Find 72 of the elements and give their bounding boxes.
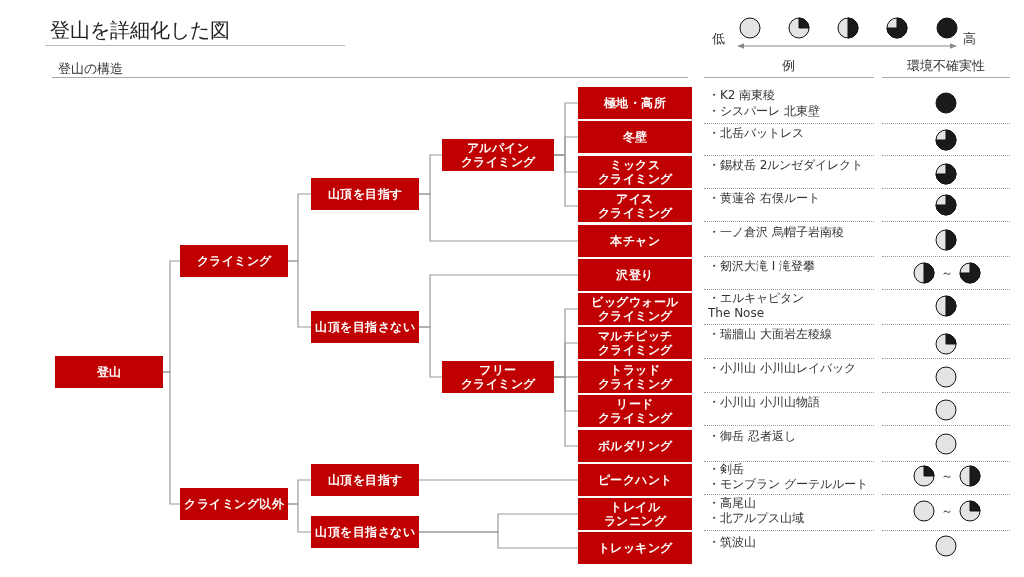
connector-line: [418, 193, 579, 242]
category-box: ピークハント: [578, 464, 692, 496]
range-symbol: ～: [941, 468, 953, 484]
category-box: 山頂を目指さない: [311, 311, 419, 343]
category-box: 登山: [55, 356, 163, 388]
range-symbol: ～: [941, 265, 953, 281]
scale-label: 低: [712, 30, 725, 47]
column-header: 環境不確実性: [907, 57, 985, 74]
category-box: 山頂を目指さない: [311, 516, 419, 548]
example-text: ・剱沢大滝 I 滝登攀: [708, 259, 816, 274]
node-label: マルチピッチクライミング: [597, 329, 673, 357]
category-box: クライミング: [180, 245, 288, 277]
example-text: ・黄蓮谷 右俣ルート: [708, 191, 820, 206]
example-text: ・筑波山: [708, 535, 756, 550]
connector-line: [162, 371, 181, 505]
example-text: ・エルキャピタン The Nose: [708, 291, 805, 321]
example-text: ・御岳 忍者返し: [708, 429, 796, 444]
category-box: クライミング以外: [180, 488, 288, 520]
category-box: アルパインクライミング: [442, 139, 554, 171]
category-box: 沢登り: [578, 259, 692, 291]
category-box: 冬壁: [578, 121, 692, 153]
connector-line: [553, 154, 579, 207]
category-box: フリークライミング: [442, 361, 554, 393]
node-label: 冬壁: [622, 130, 648, 144]
connector-line: [418, 531, 579, 549]
node-label: トレッキング: [597, 541, 673, 555]
category-box: トラッドクライミング: [578, 361, 692, 393]
node-label: ミックスクライミング: [597, 158, 673, 186]
node-label: 極地・高所: [603, 96, 667, 110]
category-box: リードクライミング: [578, 395, 692, 427]
example-text: ・モンブラン グーテルルート: [708, 477, 868, 492]
example-text: ・錫杖岳 2ルンゼダイレクト: [708, 158, 864, 173]
example-text: ・シスパーレ 北東壁: [708, 104, 820, 119]
example-text: ・北アルプス山域: [708, 511, 804, 526]
diagram-title: 登山を詳細化した図: [50, 17, 230, 43]
example-text: ・瑞牆山 大面岩左稜線: [708, 327, 832, 342]
category-box: 山頂を目指す: [311, 464, 419, 496]
category-box: トレッキング: [578, 532, 692, 564]
node-label: アイスクライミング: [597, 192, 673, 220]
node-label: ビッグウォールクライミング: [591, 295, 679, 323]
category-box: ビッグウォールクライミング: [578, 293, 692, 325]
node-label: 沢登り: [616, 268, 654, 282]
connector-line: [287, 260, 312, 328]
category-box: アイスクライミング: [578, 190, 692, 222]
category-box: 山頂を目指す: [311, 178, 419, 210]
node-label: リードクライミング: [597, 397, 673, 425]
example-text: ・K2 南東稜: [708, 88, 776, 103]
node-label: トラッドクライミング: [597, 363, 673, 391]
section-heading: 登山の構造: [58, 60, 123, 77]
node-label: ピークハント: [597, 473, 673, 487]
category-box: トレイルランニング: [578, 498, 692, 530]
category-box: ミックスクライミング: [578, 156, 692, 188]
scale-label: 高: [963, 30, 976, 47]
category-box: マルチピッチクライミング: [578, 327, 692, 359]
example-text: ・高尾山: [708, 496, 756, 511]
example-text: ・北岳バットレス: [708, 126, 804, 141]
connector-line: [287, 503, 312, 533]
example-text: ・小川山 小川山レイバック: [708, 361, 856, 376]
connector-line: [553, 376, 579, 447]
example-text: ・小川山 小川山物語: [708, 395, 820, 410]
node-label: トレイルランニング: [603, 500, 667, 528]
category-box: 本チャン: [578, 225, 692, 257]
example-text: ・一ノ倉沢 烏帽子岩南稜: [708, 225, 844, 240]
node-label: 本チャン: [610, 234, 660, 248]
category-box: 極地・高所: [578, 87, 692, 119]
column-header: 例: [782, 57, 795, 74]
range-symbol: ～: [941, 503, 953, 519]
node-label: ボルダリング: [597, 439, 673, 453]
connector-line: [418, 479, 579, 481]
connector-line: [418, 326, 443, 378]
category-box: ボルダリング: [578, 430, 692, 462]
example-text: ・剣岳: [708, 462, 744, 477]
